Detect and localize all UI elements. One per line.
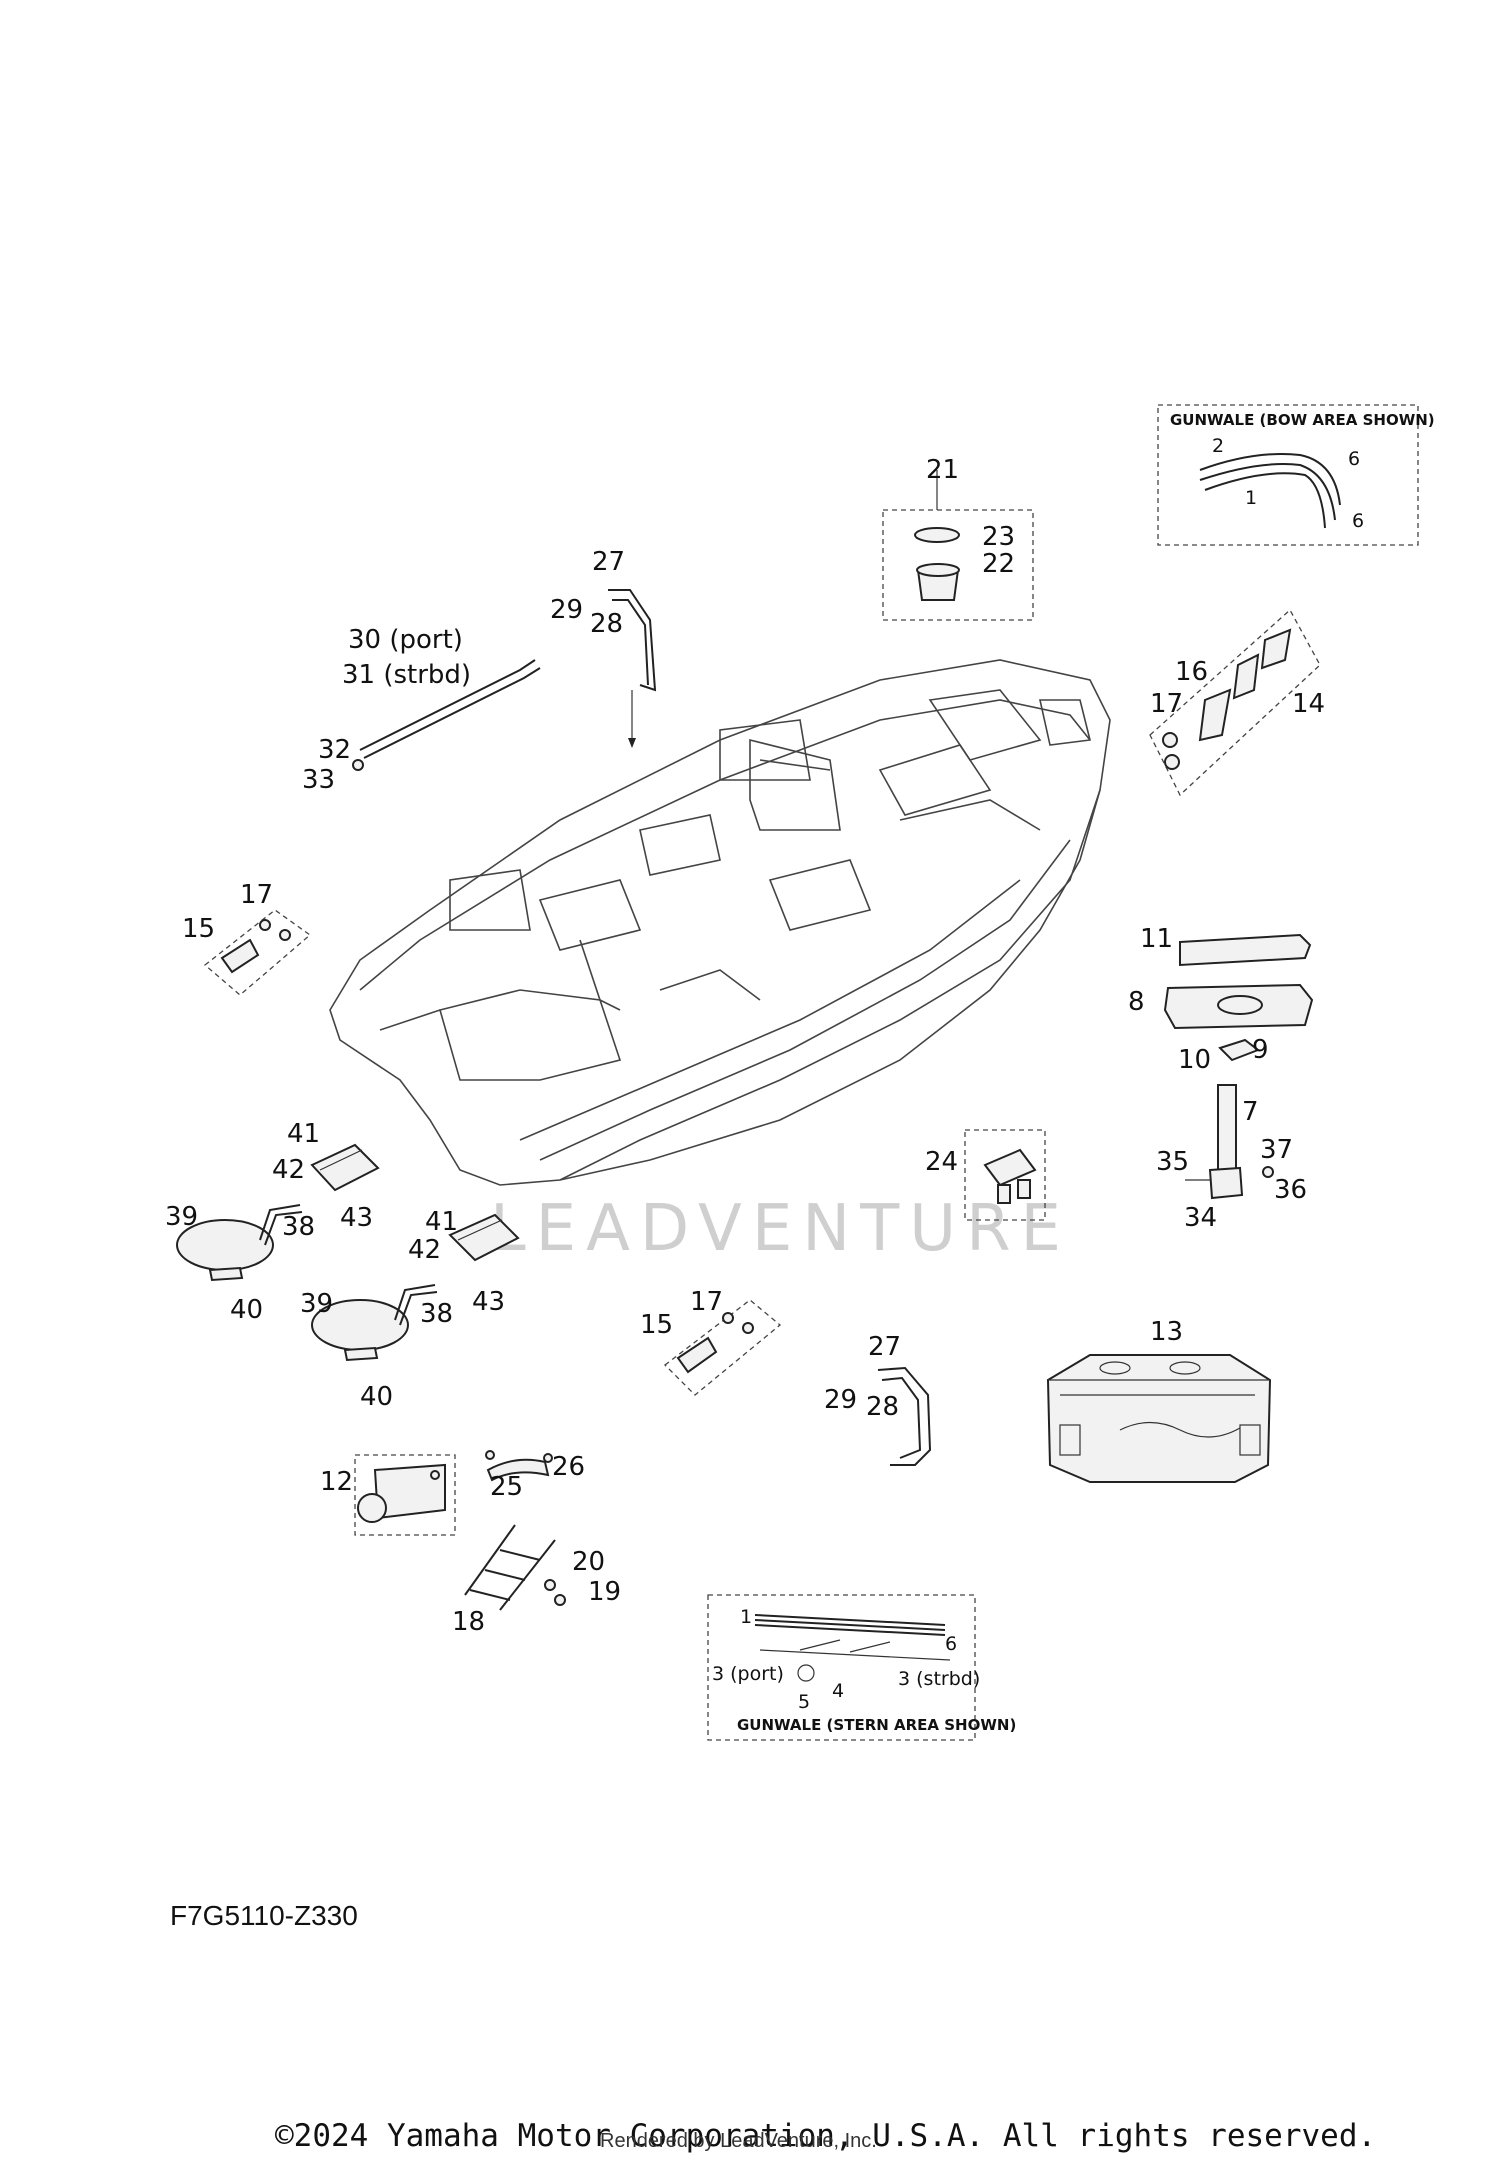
inset-bow-label-6b: 6 — [1352, 510, 1364, 532]
rail-30-31 — [352, 659, 541, 771]
callout-30: 30 (port) — [348, 625, 463, 655]
switch-plate-group — [354, 1454, 456, 1536]
callout-8: 8 — [1128, 987, 1145, 1017]
callout-29-top: 29 — [550, 595, 583, 625]
cleat-left-group — [203, 909, 312, 996]
inset-stern-label-6: 6 — [945, 1633, 957, 1655]
callout-41-a: 41 — [287, 1119, 320, 1149]
inset-stern-title: GUNWALE (STERN AREA SHOWN) — [737, 1716, 1016, 1734]
callout-12: 12 — [320, 1467, 353, 1497]
callout-29-lower: 29 — [824, 1385, 857, 1415]
callout-22: 22 — [982, 549, 1015, 579]
copyright-notice: ©2024 Yamaha Motor Corporation, U.S.A. A… — [275, 2118, 1377, 2154]
callout-13: 13 — [1150, 1317, 1183, 1347]
inset-bow-label-1: 1 — [1245, 487, 1257, 509]
watermark-text: LEADVENTURE — [490, 1192, 1071, 1266]
callout-36: 36 — [1274, 1175, 1307, 1205]
callout-11: 11 — [1140, 924, 1173, 954]
callout-37: 37 — [1260, 1135, 1293, 1165]
callout-25: 25 — [490, 1472, 523, 1502]
inset-stern-label-1: 1 — [740, 1606, 752, 1628]
inset-stern-label-4: 4 — [832, 1680, 844, 1702]
callout-33: 33 — [302, 765, 335, 795]
pedestal-seat-a — [176, 1143, 380, 1282]
inset-stern-label-3-strbd: 3 (strbd) — [898, 1668, 980, 1690]
inset-bow-label-6a: 6 — [1348, 448, 1360, 470]
callout-31: 31 (strbd) — [342, 660, 471, 690]
callout-26: 26 — [552, 1452, 585, 1482]
rendered-by-notice: Rendered by LeadVenture, Inc. — [600, 2130, 877, 2152]
ladder-18-20 — [464, 1524, 566, 1611]
cooler — [1046, 1354, 1272, 1483]
callout-15-left: 15 — [182, 914, 215, 944]
inset-stern-gunwale: 1 6 3 (port) 4 5 3 (strbd) GUNWALE (STER… — [707, 1594, 1016, 1741]
callout-16: 16 — [1175, 657, 1208, 687]
callout-7: 7 — [1242, 1097, 1259, 1127]
callout-21: 21 — [926, 455, 959, 485]
table-group — [1163, 933, 1314, 1200]
callout-18: 18 — [452, 1607, 485, 1637]
callout-27-top: 27 — [592, 547, 625, 577]
callout-9: 9 — [1252, 1035, 1269, 1065]
callout-19: 19 — [588, 1577, 621, 1607]
callout-42-a: 42 — [272, 1155, 305, 1185]
callout-28-top: 28 — [590, 609, 623, 639]
callout-39-b: 39 — [300, 1289, 333, 1319]
callout-17-left: 17 — [240, 880, 273, 910]
callout-35: 35 — [1156, 1147, 1189, 1177]
callout-15-lower: 15 — [640, 1310, 673, 1340]
bracket-25-26 — [485, 1450, 553, 1482]
callout-24: 24 — [925, 1147, 958, 1177]
callout-20: 20 — [572, 1547, 605, 1577]
callout-39-a: 39 — [165, 1202, 198, 1232]
inset-stern-label-5: 5 — [798, 1691, 810, 1713]
callout-34: 34 — [1184, 1203, 1217, 1233]
grab-handle-top — [608, 589, 657, 748]
cleat-right-group — [1149, 608, 1321, 797]
callout-43-b: 43 — [472, 1287, 505, 1317]
inset-bow-gunwale: GUNWALE (BOW AREA SHOWN) 2 6 1 6 — [1157, 404, 1435, 546]
boat-hull — [329, 659, 1111, 1186]
callout-38-b: 38 — [420, 1299, 453, 1329]
callout-17-lower: 17 — [690, 1287, 723, 1317]
callout-17-right: 17 — [1150, 689, 1183, 719]
cleat-lower-group — [664, 1299, 782, 1396]
callout-27-lower: 27 — [868, 1332, 901, 1362]
cleat-center-group — [964, 1129, 1046, 1221]
callout-38-a: 38 — [282, 1212, 315, 1242]
callout-14: 14 — [1292, 689, 1325, 719]
inset-bow-label-2: 2 — [1212, 435, 1224, 457]
callout-10: 10 — [1178, 1045, 1211, 1075]
diagram-code: F7G5110-Z330 — [170, 1900, 358, 1931]
callout-42-b: 42 — [408, 1235, 441, 1265]
callout-40-a: 40 — [230, 1295, 263, 1325]
callout-23: 23 — [982, 522, 1015, 552]
inset-stern-label-3-port: 3 (port) — [712, 1663, 784, 1685]
callout-43-a: 43 — [340, 1203, 373, 1233]
grab-handle-lower — [877, 1366, 932, 1466]
callout-28-lower: 28 — [866, 1392, 899, 1422]
pedestal-seat-b — [311, 1213, 520, 1362]
callout-32: 32 — [318, 735, 351, 765]
inset-bow-title: GUNWALE (BOW AREA SHOWN) — [1170, 411, 1435, 429]
callout-41-b: 41 — [425, 1207, 458, 1237]
callout-40-b: 40 — [360, 1382, 393, 1412]
cup-holder-group — [882, 470, 1034, 621]
